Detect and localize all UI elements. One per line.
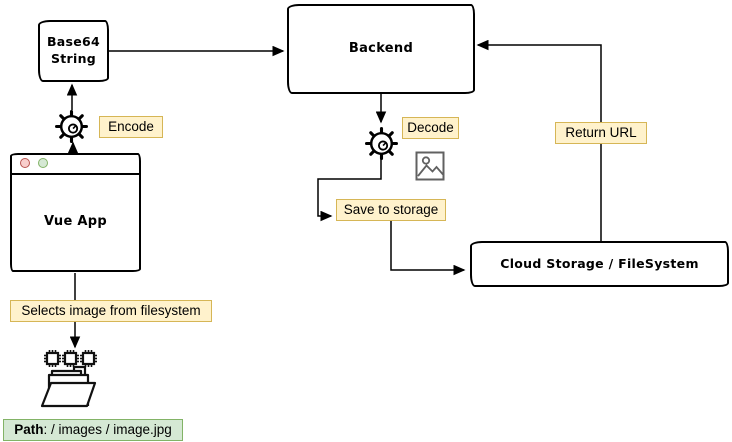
return-url-label: Return URL [555,122,647,144]
decode-label: Decode [402,117,459,139]
node-backend: Backend [287,4,475,94]
node-cloud-storage: Cloud Storage / FileSystem [470,241,729,287]
node-base64-string: Base64 String [38,20,109,82]
selects-image-label: Selects image from filesystem [10,300,212,322]
window-green-dot-icon [38,158,48,168]
edge-decode-to-save [317,158,382,222]
encode-label: Encode [99,116,163,138]
chip-icon [42,350,63,369]
open-folder-icon [40,365,97,408]
edge-save-to-cloud [390,221,466,276]
path-key: Path [14,422,44,437]
encode-gear-icon [55,110,88,143]
decode-gear-icon [365,127,398,160]
image-icon [415,151,445,181]
node-vue-app-window: Vue App [10,153,141,272]
chip-icon [78,350,99,369]
path-note: Path: / images / image.jpg [3,419,183,441]
chip-icon [60,350,81,369]
folder-with-chips-icon [40,350,99,408]
vue-app-label: Vue App [44,214,107,229]
edge-cloud-to-backend [476,39,602,241]
window-red-dot-icon [20,158,30,168]
path-value: : / images / image.jpg [43,422,172,437]
window-titlebar [12,155,139,175]
save-to-storage-label: Save to storage [336,199,446,221]
